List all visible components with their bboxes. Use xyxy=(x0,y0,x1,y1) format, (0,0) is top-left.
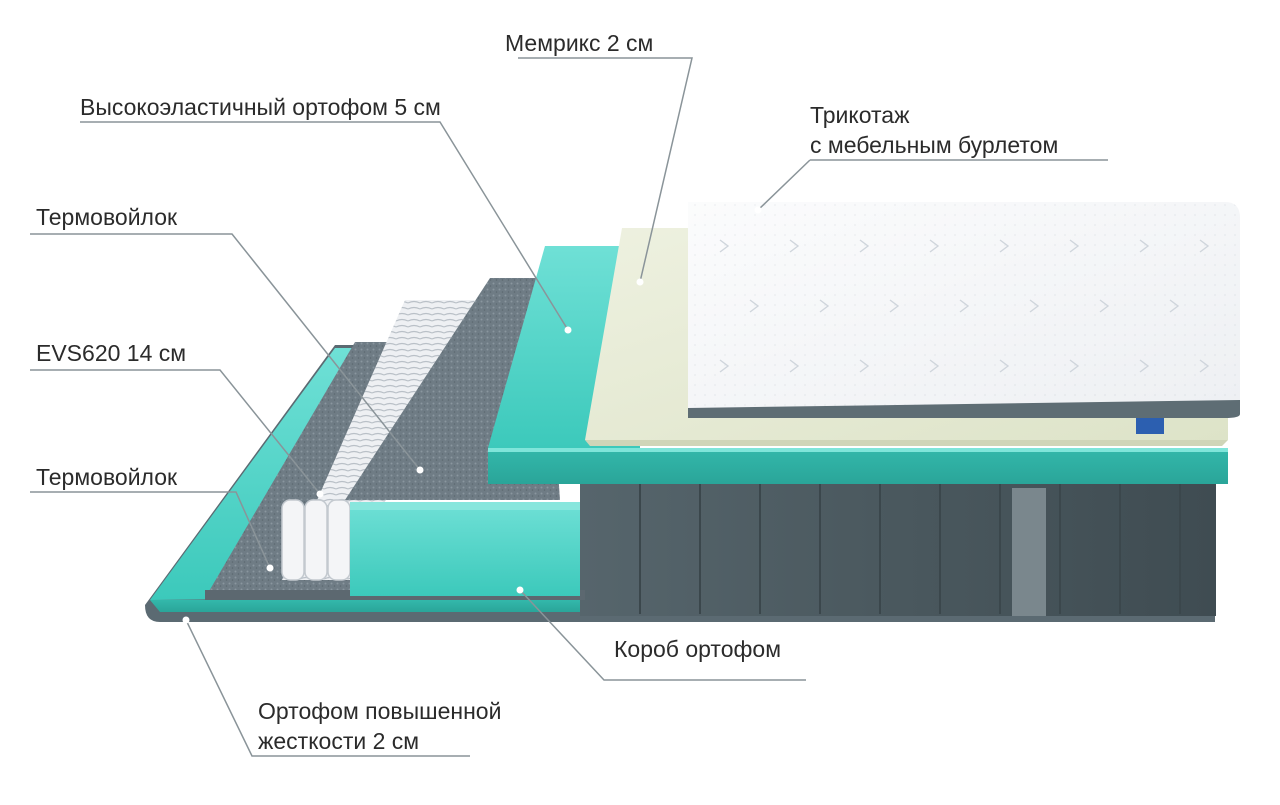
label-thermo-felt-bottom: Термовойлок xyxy=(36,464,178,490)
pocket-spring-block xyxy=(281,300,475,581)
brand-tag xyxy=(1136,418,1164,434)
leader-lines xyxy=(30,57,1108,757)
label-hard-orthofoam-line1: Ортофом повышенной xyxy=(258,698,502,724)
box-orthofoam xyxy=(350,502,580,596)
leader-dots xyxy=(182,206,762,624)
label-memorix: Мемрикс 2 см xyxy=(505,30,654,56)
velvet-side-wall xyxy=(580,478,1216,616)
label-hard-orthofoam-line2: жесткости 2 см xyxy=(258,728,420,754)
knitted-cover xyxy=(688,202,1240,434)
label-knit-line2: с мебельным бурлетом xyxy=(810,132,1059,158)
handle-strap xyxy=(1012,488,1046,616)
label-knit-line1: Трикотаж xyxy=(810,102,910,128)
label-high-elastic-orthofoam: Высокоэластичный ортофом 5 см xyxy=(80,94,441,120)
label-thermo-felt-top: Термовойлок xyxy=(36,204,178,230)
label-box-orthofoam: Короб ортофом xyxy=(614,636,782,662)
label-evs620: EVS620 14 см xyxy=(36,340,187,366)
